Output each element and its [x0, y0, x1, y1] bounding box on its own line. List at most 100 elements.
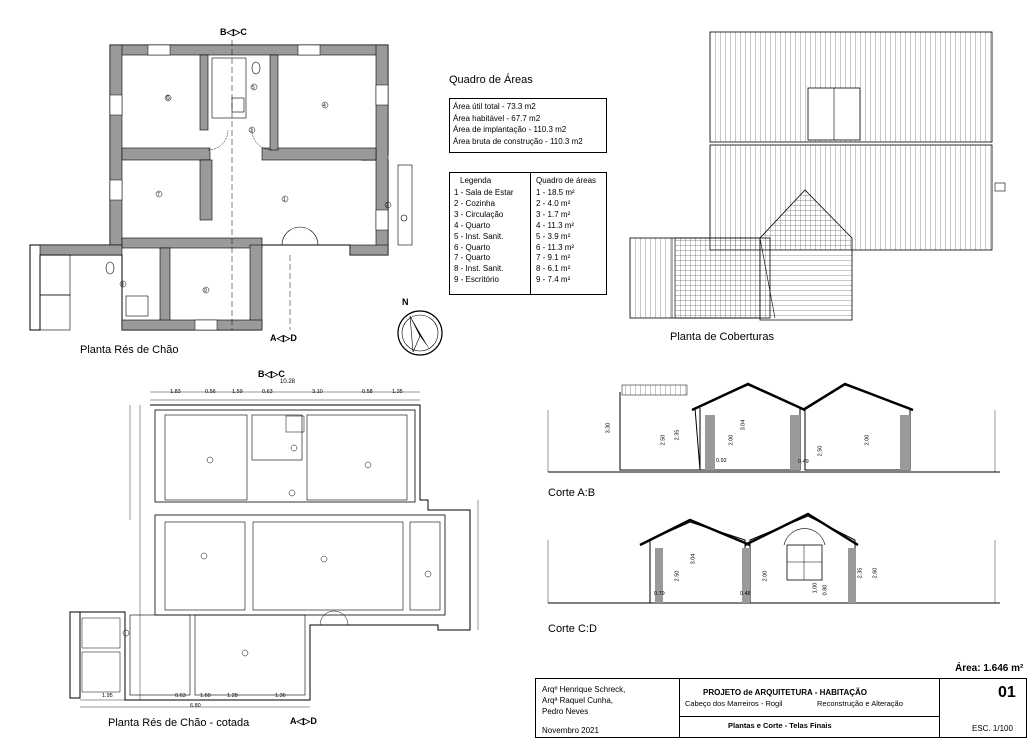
dimension: 0.80 [822, 584, 829, 596]
north-arrow-icon [397, 310, 443, 356]
dimension: 1.00 [812, 582, 819, 594]
section-letter-a: A [290, 716, 297, 726]
dimension: 1.36 [275, 693, 286, 699]
section-mark-a-dim: A◁▷D [290, 716, 317, 726]
section-mark-a-bottom: A◁▷D [270, 333, 297, 343]
areas-row: Área de implantação - 110.3 m2 [453, 125, 567, 134]
dimensioned-ground-floor-plan [69, 391, 479, 708]
area-item: 1 - 18.5 m² [536, 188, 575, 197]
section-mark-b-dim: B◁▷C [258, 369, 285, 379]
dimension: 1.83 [170, 389, 181, 395]
dimension: 0.56 [205, 389, 216, 395]
section-letter-d: D [290, 333, 297, 343]
architect-name: Arqª Raquel Cunha, [542, 696, 614, 705]
svg-text:5: 5 [252, 85, 255, 91]
dimension: 0.48 [740, 591, 751, 597]
area-item: 8 - 6.1 m² [536, 264, 571, 274]
dimension: 0.79 [654, 591, 665, 597]
legend-item: 3 - Circulação [454, 209, 504, 219]
dimension: 2.60 [872, 567, 879, 579]
svg-text:8: 8 [121, 282, 124, 288]
dimension: 2.50 [674, 570, 681, 582]
legend-item: 4 - Quarto [454, 220, 491, 230]
dimension-overall: 10.28 [280, 379, 296, 385]
dimension: 1.60 [200, 693, 211, 699]
area-item: 6 - 11.3 m² [536, 242, 575, 252]
areas-table: Área útil total - 73.3 m2 Área habitável… [449, 98, 607, 153]
architects: Arqº Henrique Schreck, Arqª Raquel Cunha… [542, 684, 625, 717]
area-item: 9 - 7.4 m² [536, 275, 571, 285]
dimension: 1.59 [232, 389, 243, 395]
dimension: 0.63 [175, 693, 186, 699]
dimension: 2.50 [660, 434, 667, 446]
roof-plan [629, 31, 1006, 321]
area-item: 3 - 1.7 m² [536, 209, 571, 219]
ground-floor-dimensioned-title: Planta Rés de Chão - cotada [108, 717, 250, 729]
title-block-divider [680, 716, 939, 717]
legend-table: Legenda 1 - Sala de Estar 2 - Cozinha 3 … [449, 172, 607, 295]
dimension: 2.50 [817, 445, 824, 457]
architect-name: Pedro Neves [542, 707, 589, 716]
svg-text:1: 1 [283, 197, 286, 203]
section-cd [547, 512, 1000, 604]
dimension: 3.04 [690, 553, 697, 565]
dimension: 0.63 [262, 389, 273, 395]
legend-item: 1 - Sala de Estar [454, 188, 514, 197]
title-block-divider [679, 679, 680, 737]
dimension: 0.92 [716, 458, 727, 464]
total-area: Área: 1.646 m² [955, 663, 1024, 674]
svg-text:9: 9 [204, 288, 207, 294]
dimension: 2.00 [762, 570, 769, 582]
dimension: 0.49 [798, 459, 809, 465]
north-label: N [402, 297, 409, 307]
dimension: 3.10 [312, 389, 323, 395]
legend-item: 6 - Quarto [454, 242, 491, 252]
section-cd-title: Corte C:D [548, 623, 597, 635]
dimension: 3.30 [605, 422, 612, 434]
section-letter-a: A [270, 333, 277, 343]
section-letter-b: B [220, 27, 227, 37]
section-letter-c: C [278, 369, 285, 379]
dimension: 3.04 [740, 419, 747, 431]
dimension: 2.35 [674, 429, 681, 441]
area-item: 4 - 11.3 m² [536, 220, 575, 230]
dimension: 1.35 [392, 389, 403, 395]
project-title: PROJETO de ARQUITETURA - HABITAÇÃO [703, 688, 868, 697]
legend-item: 7 - Quarto [454, 253, 491, 263]
areas-header: Quadro de áreas [536, 176, 597, 185]
section-ab-title: Corte A:B [548, 487, 596, 499]
svg-text:4: 4 [323, 103, 326, 109]
svg-text:6: 6 [166, 95, 170, 102]
area-item: 2 - 4.0 m² [536, 198, 571, 208]
legend-header: Legenda [460, 176, 492, 185]
section-mark-b-top: B◁▷C [220, 27, 247, 37]
section-letter-c: C [240, 27, 247, 37]
date: Novembro 2021 [542, 726, 599, 735]
dimension: 2.35 [857, 567, 864, 579]
legend-divider [530, 173, 531, 294]
legend-item: 8 - Inst. Sanit. [454, 264, 504, 274]
legend-item: 5 - Inst. Sanit. [454, 231, 504, 241]
section-letter-d: D [310, 716, 317, 726]
sheet-number: 01 [998, 684, 1016, 701]
area-item: 7 - 9.1 m² [536, 253, 571, 263]
areas-column: Quadro de áreas 1 - 18.5 m² 2 - 4.0 m² 3… [536, 176, 596, 286]
roof-plan-title: Planta de Coberturas [670, 331, 774, 343]
svg-text:7: 7 [157, 192, 160, 198]
legend-item: 9 - Escritório [454, 275, 499, 285]
svg-text:2: 2 [386, 203, 389, 209]
areas-row: Área bruta de construção - 110.3 m2 [453, 136, 583, 146]
section-letter-b: B [258, 369, 265, 379]
title-block-divider [939, 679, 940, 737]
svg-text:3: 3 [250, 128, 253, 134]
section-ab [547, 382, 1000, 473]
architect-name: Arqº Henrique Schreck, [542, 685, 626, 694]
title-block [535, 678, 1027, 738]
dimension: 2.00 [728, 434, 735, 446]
areas-row: Área habitável - 67.7 m2 [453, 113, 541, 123]
ground-floor-plan: 6 4 5 7 1 2 8 9 3 [29, 40, 413, 331]
dimension-bottom-total: 6.80 [190, 703, 201, 709]
legend-item: 2 - Cozinha [454, 198, 495, 208]
